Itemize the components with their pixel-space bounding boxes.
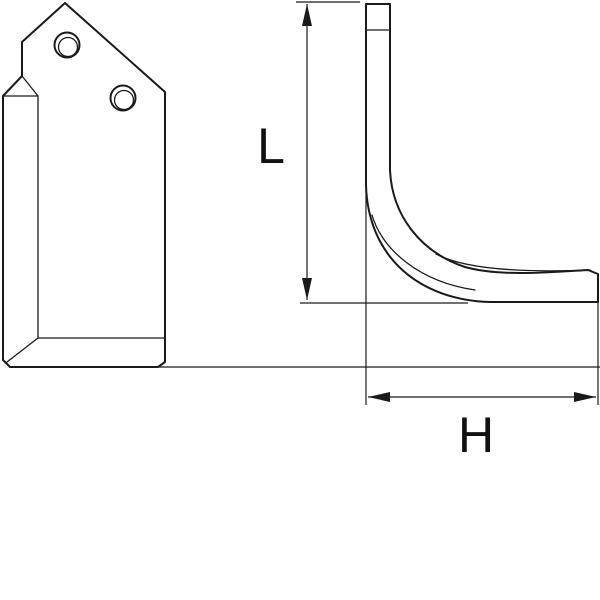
- mounting-hole-upper: [53, 31, 81, 59]
- dimension-height-label: H: [458, 407, 494, 463]
- blade-bevel-line: [21, 75, 166, 339]
- blade-corner-bevel: [6, 337, 39, 363]
- dimension-length-arrow-bottom: [302, 278, 312, 300]
- blade-side-outline: [365, 3, 599, 303]
- dimension-length: L: [257, 1, 468, 304]
- dimension-length-arrow-top: [302, 4, 312, 26]
- dimension-length-label: L: [257, 118, 285, 174]
- dimension-height-arrow-right: [574, 392, 596, 402]
- blade-side-view: [365, 3, 599, 303]
- dimension-height: H: [365, 185, 599, 463]
- blade-side-tip-bevel: [435, 253, 591, 272]
- dimension-height-arrow-left: [368, 392, 390, 402]
- mounting-hole-lower: [109, 84, 137, 112]
- blade-side-inner-curve: [371, 214, 476, 291]
- blade-front-outline: [2, 2, 166, 368]
- blade-front-view: [2, 2, 600, 368]
